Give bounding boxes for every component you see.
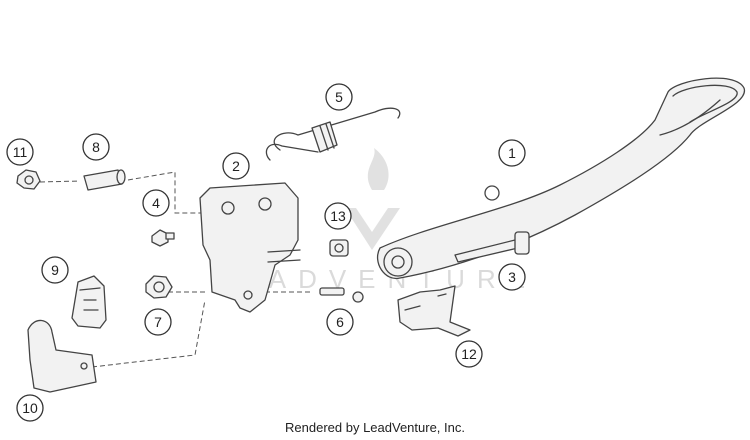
part-4-small-bolt	[151, 229, 175, 247]
leadventure-flame-logo	[345, 148, 400, 250]
callout-label-3: 3	[508, 269, 516, 285]
callout-label-12: 12	[461, 346, 477, 362]
part-13-nut	[329, 239, 349, 257]
part-11-nut	[16, 169, 41, 190]
part-12-bracket	[397, 285, 471, 337]
callout-label-1: 1	[508, 145, 516, 161]
callout-5: 5	[325, 83, 353, 111]
callout-1: 1	[498, 139, 526, 167]
callout-label-10: 10	[22, 400, 38, 416]
callout-label-7: 7	[154, 314, 162, 330]
part-7-flange-nut	[145, 275, 173, 299]
callout-11: 11	[6, 138, 34, 166]
callout-label-4: 4	[152, 195, 160, 211]
part-8-sleeve	[83, 169, 126, 191]
callout-label-8: 8	[92, 139, 100, 155]
callout-9: 9	[41, 256, 69, 284]
callout-12: 12	[455, 340, 483, 368]
callout-3: 3	[498, 263, 526, 291]
part-9-switch	[71, 275, 107, 329]
callout-6: 6	[326, 308, 354, 336]
callout-label-5: 5	[335, 89, 343, 105]
callout-label-6: 6	[336, 314, 344, 330]
part-10-cover	[27, 319, 97, 393]
part-3-bolt	[454, 231, 530, 263]
callout-10: 10	[16, 394, 44, 422]
part-1-side-stand	[376, 77, 745, 280]
part-5-spring	[265, 107, 401, 161]
callout-7: 7	[144, 308, 172, 336]
callout-label-11: 11	[13, 144, 28, 160]
callout-2: 2	[222, 152, 250, 180]
footer-credit: Rendered by LeadVenture, Inc.	[285, 420, 465, 435]
callout-label-13: 13	[330, 208, 346, 224]
part-2-bracket	[199, 182, 301, 313]
callout-13: 13	[324, 202, 352, 230]
callout-label-2: 2	[232, 158, 240, 174]
callout-label-9: 9	[51, 262, 59, 278]
part-6-screw	[319, 287, 364, 303]
callout-4: 4	[142, 189, 170, 217]
callout-8: 8	[82, 133, 110, 161]
